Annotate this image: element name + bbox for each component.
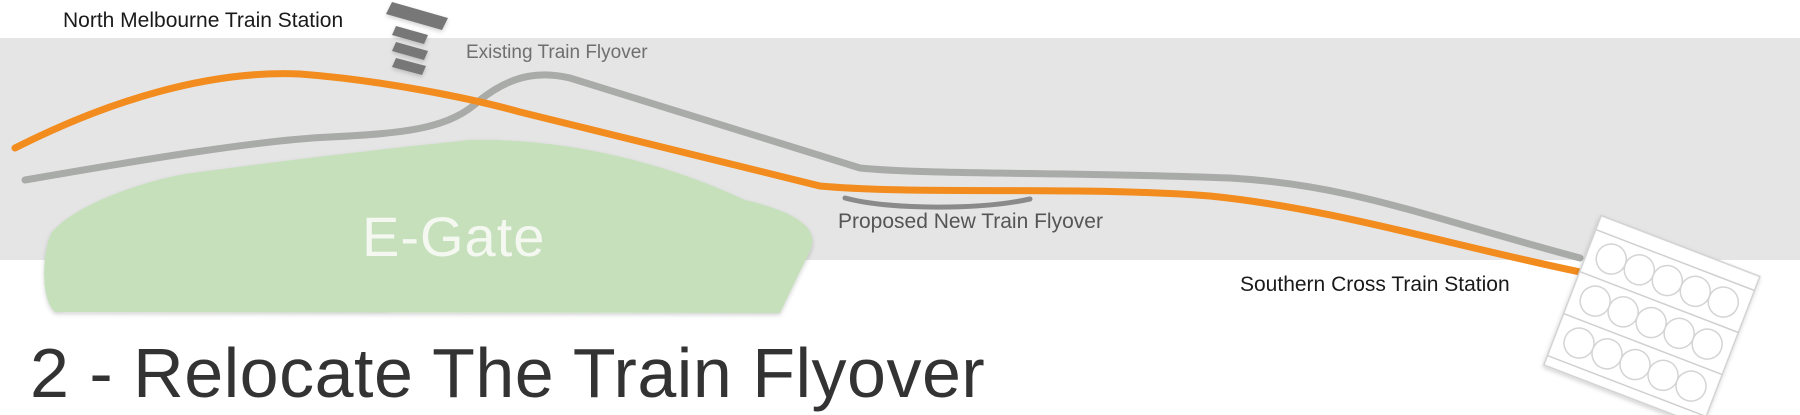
- page-title: 2 - Relocate The Train Flyover: [30, 334, 986, 412]
- southern-cross-station-label: Southern Cross Train Station: [1240, 273, 1510, 296]
- southern-cross-station-icon: [1542, 214, 1761, 415]
- egate-label: E-Gate: [362, 205, 546, 268]
- proposed-flyover-shadow: [842, 195, 1033, 210]
- existing-train-line: [21, 71, 1584, 262]
- proposed-flyover-label: Proposed New Train Flyover: [838, 210, 1103, 233]
- north-melbourne-station-icon: [386, 2, 448, 75]
- existing-flyover-label: Existing Train Flyover: [466, 42, 648, 63]
- proposed-train-line: [11, 70, 1584, 276]
- north-melbourne-station-label: North Melbourne Train Station: [63, 9, 344, 32]
- platform-circle: [1691, 328, 1723, 360]
- egate-area: [44, 139, 813, 313]
- platform-circle: [1675, 370, 1707, 402]
- platform-circle: [1707, 286, 1740, 318]
